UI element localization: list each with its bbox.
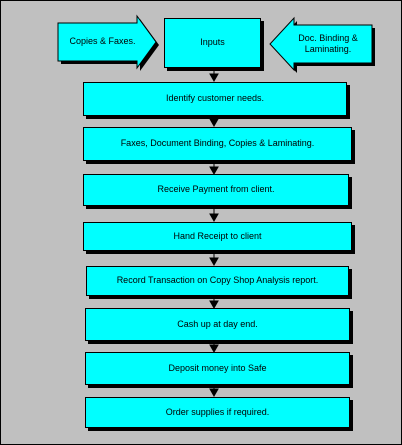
step-deposit-money: Deposit money into Safe (85, 352, 350, 385)
step-order-supplies: Order supplies if required. (85, 397, 350, 428)
step-receive-payment: Receive Payment from client. (83, 174, 349, 206)
step-record-transaction: Record Transaction on Copy Shop Analysis… (86, 266, 349, 296)
step-services: Faxes, Document Binding, Copies & Lamina… (83, 127, 352, 161)
step-identify-needs: Identify customer needs. (83, 82, 347, 116)
step-cash-up: Cash up at day end. (85, 308, 350, 341)
inputs-box: Inputs (164, 18, 261, 68)
left-input-label: Copies & Faxes. (69, 36, 136, 47)
step-hand-receipt: Hand Receipt to client (83, 222, 352, 251)
right-input-label: Doc. Binding & Laminating. (298, 32, 358, 54)
